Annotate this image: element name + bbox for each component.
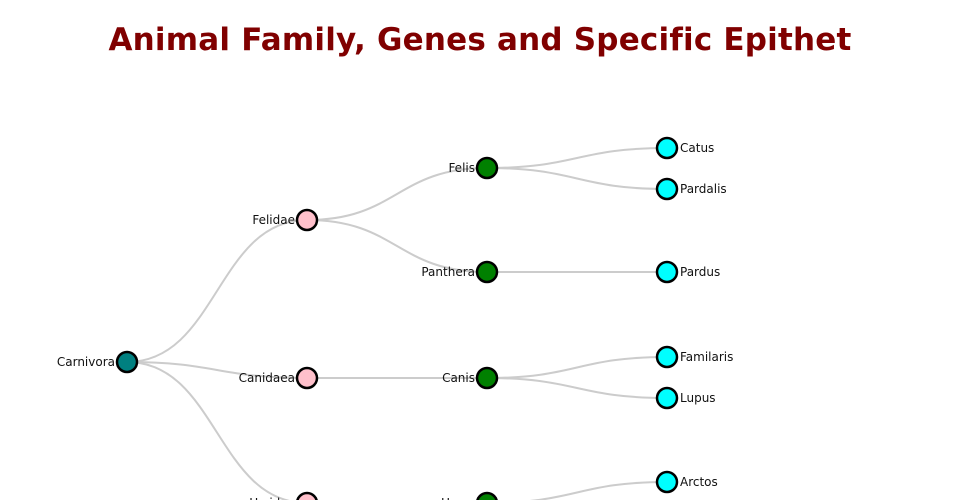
node-circle[interactable]	[475, 260, 499, 284]
node-label: Ursus	[441, 496, 475, 500]
node-circle[interactable]	[655, 260, 679, 284]
node-canidaea[interactable]: Canidaea	[239, 366, 319, 390]
node-circle[interactable]	[475, 366, 499, 390]
node-label: Felidae	[252, 213, 295, 227]
node-label: Familaris	[680, 350, 733, 364]
node-ursus[interactable]: Ursus	[441, 491, 498, 500]
node-label: Carnivora	[57, 355, 115, 369]
node-pardus[interactable]: Pardus	[655, 260, 720, 284]
node-circle[interactable]	[115, 350, 139, 374]
node-label: Canidaea	[239, 371, 295, 385]
node-familaris[interactable]: Familaris	[655, 345, 733, 369]
link-carnivora-ursidae	[126, 361, 291, 500]
node-circle[interactable]	[655, 136, 679, 160]
node-label: Catus	[680, 141, 714, 155]
node-pardalis[interactable]: Pardalis	[655, 177, 727, 201]
node-label: Panthera	[421, 265, 475, 279]
node-label: Felis	[448, 161, 475, 175]
node-label: Arctos	[680, 475, 718, 489]
node-circle[interactable]	[476, 491, 498, 500]
node-label: Pardalis	[680, 182, 727, 196]
node-circle[interactable]	[655, 177, 679, 201]
node-circle[interactable]	[655, 345, 679, 369]
link-felis-catus	[486, 147, 668, 169]
node-catus[interactable]: Catus	[655, 136, 714, 160]
node-arctos[interactable]: Arctos	[655, 470, 718, 494]
node-felidae[interactable]: Felidae	[252, 208, 319, 232]
link-canis-lupus	[486, 377, 668, 399]
link-ursus-arctos	[529, 481, 668, 500]
node-circle[interactable]	[475, 156, 499, 180]
node-circle[interactable]	[655, 470, 679, 494]
node-label: Pardus	[680, 265, 720, 279]
link-carnivora-canidaea	[126, 361, 308, 379]
node-carnivora[interactable]: Carnivora	[57, 350, 139, 374]
link-felidae-felis	[306, 167, 488, 221]
node-felis[interactable]: Felis	[448, 156, 499, 180]
node-circle[interactable]	[295, 208, 319, 232]
node-canis[interactable]: Canis	[442, 366, 499, 390]
chart-title: Animal Family, Genes and Specific Epithe…	[108, 22, 852, 58]
node-circle[interactable]	[296, 491, 318, 500]
link-felidae-panthera	[306, 219, 488, 273]
node-label: Lupus	[680, 391, 716, 405]
link-canis-familaris	[486, 356, 668, 379]
link-carnivora-felidae	[126, 219, 308, 363]
node-ursidae[interactable]: Ursidae	[249, 491, 318, 500]
node-label: Canis	[442, 371, 475, 385]
node-panthera[interactable]: Panthera	[421, 260, 499, 284]
node-circle[interactable]	[655, 386, 679, 410]
link-felis-pardalis	[486, 167, 668, 190]
node-label: Ursidae	[249, 496, 295, 500]
node-circle[interactable]	[295, 366, 319, 390]
node-lupus[interactable]: Lupus	[655, 386, 716, 410]
